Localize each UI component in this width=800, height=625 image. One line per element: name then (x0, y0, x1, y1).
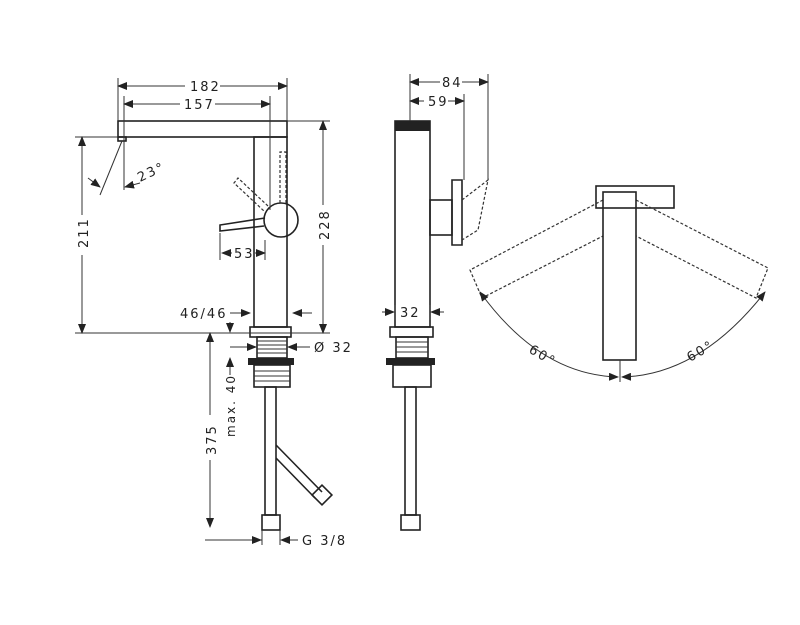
angle-arc-left (479, 291, 619, 381)
dim-228: 228 (318, 209, 333, 240)
side-view: 84 59 32 (382, 74, 489, 531)
dim-59: 59 (428, 95, 449, 110)
angle-left-60: 60° (526, 342, 559, 370)
top-view: 60° 60° (469, 185, 769, 382)
dim-157: 157 (184, 98, 215, 113)
dim-g-3-8: G 3/8 (302, 534, 347, 549)
dim-84: 84 (442, 76, 463, 91)
dim-diameter-32: Ø 32 (314, 341, 353, 356)
spout-end (395, 121, 430, 131)
base-ring-side (389, 326, 434, 338)
lever-side-alt-position (461, 178, 489, 241)
dim-23-degrees: 23° (135, 160, 168, 186)
angle-arc-right (621, 291, 766, 381)
mounting-thread (256, 336, 288, 359)
supply-hose-side (404, 386, 417, 516)
lever-side (451, 179, 463, 246)
lever-rotated-right (635, 199, 769, 299)
second-hose (275, 444, 323, 499)
mounting-nut (248, 358, 294, 365)
supply-hose (264, 386, 277, 516)
dim-53: 53 (234, 247, 255, 262)
angle-right-60: 60° (685, 338, 718, 366)
front-view: 182 157 23° 211 228 53 46/46 Ø 32 375 ma… (75, 78, 353, 549)
dim-46-46: 46/46 (180, 307, 227, 322)
spout (117, 120, 288, 138)
lever-handle-alt-position (233, 177, 269, 212)
lever-top (602, 191, 637, 361)
aerator (117, 136, 127, 142)
hose-connector (310, 483, 334, 507)
faucet-body-side (394, 120, 431, 328)
dim-211: 211 (77, 217, 92, 248)
hose-connector-side (400, 514, 421, 531)
handle-hub-side (429, 199, 453, 236)
lever-handle (219, 217, 266, 232)
lever-handle-up-position (279, 151, 287, 203)
dim-182: 182 (190, 80, 221, 95)
lever-rotated-left (469, 199, 604, 299)
dim-32: 32 (400, 306, 421, 321)
dim-375: 375 (205, 424, 220, 455)
mounting-nut-side (386, 358, 435, 365)
handle-hub (263, 202, 299, 238)
hose-connector (261, 514, 281, 531)
lower-thread-side (392, 364, 432, 388)
base-ring (249, 326, 292, 338)
dim-max-40: max. 40 (224, 374, 238, 437)
spout-top (595, 185, 675, 209)
